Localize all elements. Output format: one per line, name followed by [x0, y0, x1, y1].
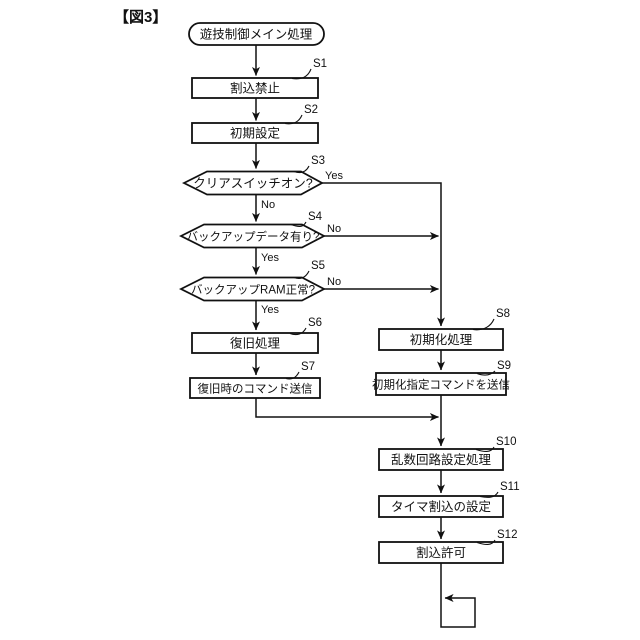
leader-s6 [289, 327, 307, 336]
step-s4-id: S4 [308, 211, 323, 223]
branch-label-s5-no: No [327, 276, 341, 288]
step-s8-box [378, 328, 504, 351]
step-s10-label: 乱数回路設定処理 [391, 452, 492, 467]
step-s3-id: S3 [311, 155, 325, 167]
step-s2-id: S2 [304, 104, 318, 116]
leader-s5 [293, 270, 310, 279]
step-s6-label: 復旧処理 [230, 336, 281, 351]
start-terminal [188, 22, 325, 46]
step-s4-decision [178, 223, 326, 249]
branch-label-s3-no: No [261, 199, 275, 211]
step-s4-label: バックアップデータ有り? [187, 230, 320, 244]
leader-s10 [475, 446, 495, 452]
step-s6-id: S6 [308, 317, 322, 329]
arrow-s7-to-main-line [255, 398, 439, 421]
step-s1-box [191, 77, 319, 99]
step-s11-box [378, 495, 504, 518]
step-s3-label: クリアスイッチオン? [193, 177, 313, 191]
arrow-s3-yes-to-s8 [322, 182, 445, 327]
step-s1-id: S1 [313, 58, 327, 70]
step-s12-label: 割込許可 [416, 545, 466, 560]
branch-label-s4-no: No [327, 223, 341, 235]
step-s5-id: S5 [311, 260, 325, 272]
branch-label-s3-yes: Yes [325, 170, 343, 182]
leader-s7 [285, 371, 300, 380]
step-s11-id: S11 [500, 481, 520, 493]
step-s2-box [191, 122, 319, 144]
leader-s3 [293, 165, 310, 174]
step-s9-id: S9 [497, 360, 511, 372]
step-s9-box [375, 372, 507, 396]
step-s7-box [189, 377, 321, 399]
leader-s11 [479, 491, 499, 498]
step-s9-label: 初期化指定コマンドを送信 [372, 378, 510, 392]
step-s11-label: タイマ割込の設定 [391, 499, 491, 514]
leader-s4 [290, 221, 307, 227]
leader-s9 [476, 370, 496, 376]
step-s6-box [191, 332, 319, 354]
step-s10-id: S10 [496, 436, 516, 448]
leader-s1 [291, 68, 312, 80]
step-s5-label: バックアップRAM正常? [191, 284, 315, 297]
start-terminal-label: 遊技制御メイン処理 [200, 27, 313, 42]
branch-label-s4-yes: Yes [261, 252, 279, 264]
step-s7-id: S7 [301, 361, 315, 373]
branch-label-s5-yes: Yes [261, 304, 279, 316]
leader-s2 [284, 114, 303, 125]
figure-label: 【図3】 [114, 8, 167, 26]
step-s5-decision [178, 276, 326, 302]
step-s3-decision [181, 170, 324, 196]
step-s2-label: 初期設定 [230, 126, 280, 141]
step-s12-box [378, 541, 504, 564]
step-s10-box [378, 448, 504, 471]
arrow-s12-loop [440, 563, 476, 628]
step-s1-label: 割込禁止 [230, 81, 280, 96]
leader-s12 [476, 539, 496, 545]
step-s12-id: S12 [497, 529, 517, 541]
leader-s8 [472, 318, 495, 331]
step-s7-label: 復旧時のコマンド送信 [198, 382, 313, 396]
step-s8-id: S8 [496, 308, 510, 320]
step-s8-label: 初期化処理 [410, 333, 473, 347]
